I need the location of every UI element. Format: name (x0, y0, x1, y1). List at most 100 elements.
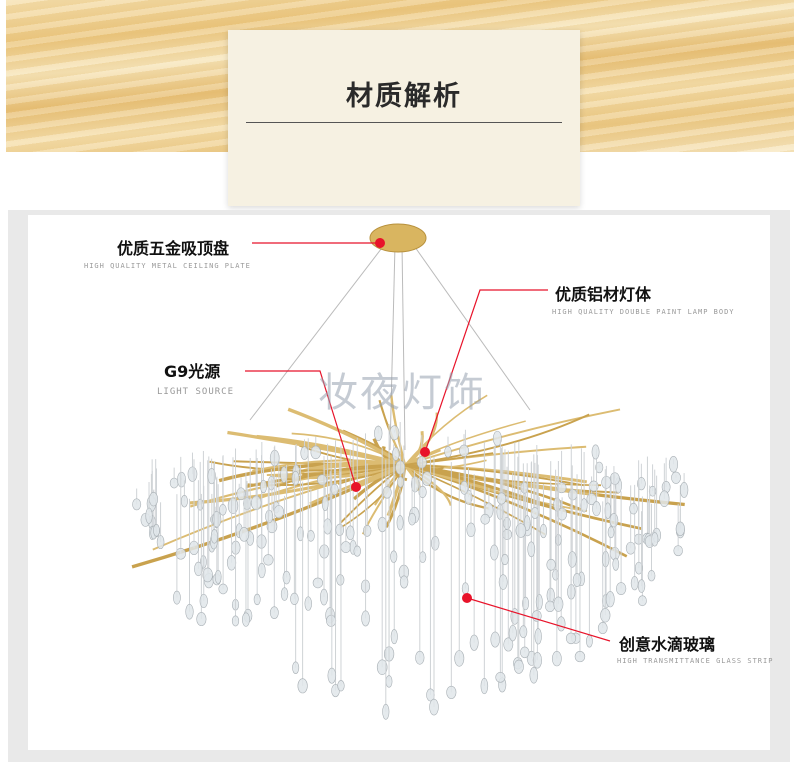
crystal-drop (169, 477, 179, 489)
crystal-drop (291, 471, 300, 486)
crystal-drop (149, 492, 159, 507)
crystal-drop (410, 476, 420, 493)
crystal-drop (175, 548, 186, 560)
crystal-drop (454, 650, 465, 667)
crystal-drop (418, 485, 427, 499)
crystal-drop (416, 456, 427, 469)
crystal-drop (390, 629, 398, 645)
crystal-drop (306, 530, 315, 542)
crystal-drop (362, 525, 372, 537)
crystal-drop (597, 622, 608, 635)
crystal-drop (459, 444, 469, 457)
watermark-text: 妆夜灯饰 (318, 370, 486, 416)
crystal-drop (236, 487, 246, 501)
crystal-drop (280, 466, 288, 483)
crystal-drop (312, 577, 324, 589)
crystal-drop (177, 471, 186, 488)
crystal-drop (340, 541, 351, 553)
crystal-drop (353, 545, 362, 557)
crystal-drop (219, 504, 227, 516)
crystal-drop (227, 497, 239, 514)
crystal-drop (320, 588, 328, 606)
crystal-drop (534, 628, 542, 645)
crystal-drop (258, 562, 266, 579)
crystal-drop (466, 522, 476, 538)
crystal-drop (609, 472, 620, 485)
callout-glass-drop-sub: HIGH TRANSMITTANCE GLASS STRIP (617, 657, 774, 665)
crystal-drop (659, 490, 670, 508)
crystal-drop (675, 521, 685, 536)
crystal-drop (238, 527, 250, 542)
leader-lines (245, 242, 611, 642)
crystal-drop (280, 587, 289, 601)
crystal-drops (132, 421, 689, 720)
callout-ceiling-plate: 优质五金吸顶盘 (117, 239, 230, 258)
crystal-drop (241, 612, 250, 627)
crystal-drop (557, 507, 568, 521)
crystal-drop (300, 446, 309, 460)
crystal-drop (508, 624, 517, 642)
crystal-drop (523, 515, 531, 531)
crystal-drop (132, 498, 142, 511)
crystal-drop (346, 525, 355, 541)
crystal-drop (545, 600, 555, 613)
crystal-drop (513, 659, 524, 674)
crystal-drop (194, 561, 203, 577)
crystal-drop (336, 574, 345, 586)
crystal-drop (495, 672, 506, 683)
gold-branch (404, 464, 452, 506)
crystal-drop (218, 583, 228, 595)
crystal-drop (382, 703, 390, 720)
crystal-drop (527, 541, 536, 558)
crystal-drop (156, 535, 165, 550)
ceiling-plate (369, 223, 427, 253)
crystal-drop (335, 523, 345, 537)
crystal-drop (189, 540, 199, 555)
crystal-drop (374, 425, 383, 442)
crystal-drop (591, 444, 600, 460)
crystal-drop (323, 518, 332, 535)
crystal-drop (180, 494, 188, 508)
crystal-drop (490, 631, 500, 648)
crystal-drop (592, 501, 601, 517)
crystal-drop (529, 667, 539, 684)
crystal-drop (446, 685, 457, 699)
crystal-drop (612, 557, 620, 571)
crystal-drop (290, 592, 299, 605)
crystal-drop (430, 536, 440, 551)
crystal-drop (519, 625, 528, 639)
crystal-drop (464, 489, 473, 505)
crystal-drop (551, 651, 562, 667)
gold-branch (404, 452, 494, 466)
crystal-drop (321, 496, 329, 512)
gold-branch (404, 431, 424, 467)
crystal-drop (326, 614, 337, 627)
crystal-drop (535, 593, 543, 611)
crystal-drop (574, 651, 586, 663)
crystal-drop (376, 659, 388, 675)
crystal-drop (296, 526, 304, 542)
crystal-drop (546, 558, 556, 571)
crystal-drop (273, 505, 284, 519)
crystal-drop (520, 646, 530, 659)
crystal-drop (389, 425, 400, 441)
gold-branch (404, 420, 526, 466)
crystal-drop (310, 445, 321, 460)
crystal-drop (267, 475, 275, 491)
crystal-drop (385, 675, 393, 688)
crystal-drop (489, 544, 499, 561)
section-title: 材质解析 (346, 81, 462, 112)
crystal-drop (469, 634, 479, 651)
crystal-drop (172, 590, 181, 605)
crystal-drop (552, 569, 560, 581)
crystal-drop (634, 561, 643, 575)
callout-lamp-body-sub: HIGH QUALITY DOUBLE PAINT LAMP BODY (552, 308, 735, 316)
crystal-drop (382, 486, 392, 499)
gold-branch (404, 394, 488, 466)
crystal-drop (265, 509, 274, 524)
crystal-drop (496, 492, 507, 505)
crystal-drop (522, 596, 530, 611)
crystal-drop (231, 615, 240, 627)
crystal-drop (145, 507, 153, 524)
callout-light-source-sub: LIGHT SOURCE (157, 387, 235, 397)
